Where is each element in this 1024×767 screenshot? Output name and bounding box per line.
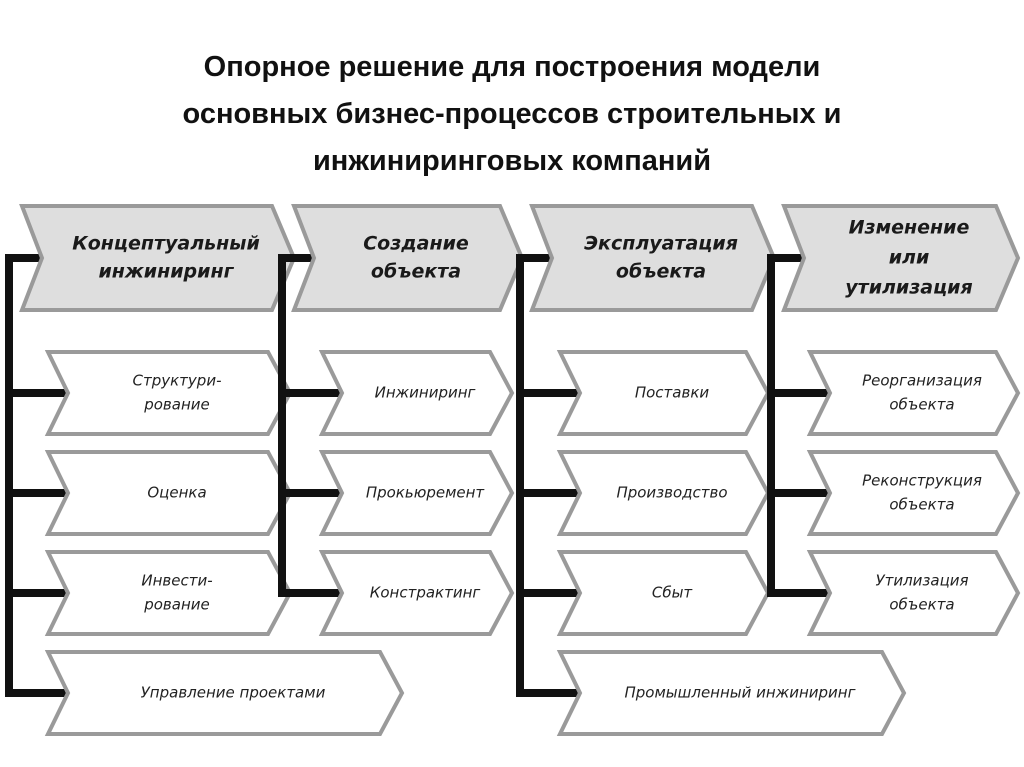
phase-header: Изменение или утилизация [781,204,1021,312]
header-label: инжиниринг [98,261,234,283]
title-line-2: основных бизнес-процессов строительных и [182,98,842,130]
item-label: рование [143,596,210,614]
header-chevron-shape [781,204,1021,312]
item-chevron-shape [44,350,293,436]
process-column-1: Концептуальный инжинирингСтруктури-ровани… [5,204,405,736]
item-label: Констрактинг [370,584,481,602]
process-item: Прокьюремент [318,450,515,536]
item-label: Оценка [147,484,206,502]
item-chevron-shape [44,450,293,536]
item-label: Структури- [133,372,222,390]
item-label: Управление проектами [141,684,326,702]
connector-bracket [516,254,552,693]
header-label: Эксплуатация [584,233,738,255]
process-item: Инжиниринг [318,350,515,436]
process-item: Реорганизация объекта [806,350,1021,436]
phase-header: Эксплуатация объекта [529,204,777,312]
item-chevron-shape [318,450,515,536]
item-label: Поставки [635,384,710,402]
item-label: Реорганизация [862,372,982,390]
item-chevron-shape [44,650,405,736]
item-label: Прокьюремент [366,484,486,502]
process-item: Промышленный инжиниринг [556,650,907,736]
item-label: Производство [616,484,727,502]
item-label: Реконструкция [862,472,982,490]
process-item: Утилизация объекта [806,550,1021,636]
process-item: Управление проектами [44,650,405,736]
header-label: Изменение [849,217,970,239]
title-line-1: Опорное решение для построения модели [203,51,821,83]
item-label: Инвести- [141,572,212,590]
process-item: Реконструкция объекта [806,450,1021,536]
header-label: Создание [363,233,469,255]
item-chevron-shape [806,550,1021,636]
item-label: Промышленный инжиниринг [625,684,856,702]
header-label: или [889,247,930,269]
item-chevron-shape [556,450,771,536]
header-chevron-shape [19,204,297,312]
process-column-2: Создание объектаИнжинирингПрокьюрементКон… [278,204,525,636]
header-label: объекта [616,261,706,283]
title-line-3: инжиниринговых компаний [312,145,712,177]
header-label: утилизация [845,277,972,299]
item-label: Утилизация [875,572,968,590]
item-chevron-shape [318,350,515,436]
item-chevron-shape [556,350,771,436]
process-item: Инвести-рование [44,550,293,636]
process-item: Оценка [44,450,293,536]
header-chevron-shape [291,204,525,312]
process-column-3: Эксплуатация объектаПоставкиПроизводствоС… [516,204,907,736]
process-item: Структури-рование [44,350,293,436]
phase-header: Создание объекта [291,204,525,312]
item-chevron-shape [806,350,1021,436]
item-label: Сбыт [652,584,694,602]
phase-header: Концептуальный инжиниринг [19,204,297,312]
header-label: объекта [371,261,461,283]
process-item: Поставки [556,350,771,436]
item-chevron-shape [806,450,1021,536]
item-chevron-shape [318,550,515,636]
item-chevron-shape [44,550,293,636]
process-item: Производство [556,450,771,536]
process-item: Сбыт [556,550,771,636]
connector-bracket [5,254,42,693]
header-chevron-shape [529,204,777,312]
header-label: Концептуальный [72,233,260,255]
item-label: объекта [889,396,954,414]
item-label: объекта [889,596,954,614]
item-label: рование [143,396,210,414]
item-chevron-shape [556,550,771,636]
connector-bracket [767,254,804,593]
process-item: Констрактинг [318,550,515,636]
item-label: объекта [889,496,954,514]
item-chevron-shape [556,650,907,736]
connector-bracket [278,254,314,593]
item-label: Инжиниринг [375,384,476,402]
diagram-title: Опорное решение для построения модели ос… [0,44,1024,185]
